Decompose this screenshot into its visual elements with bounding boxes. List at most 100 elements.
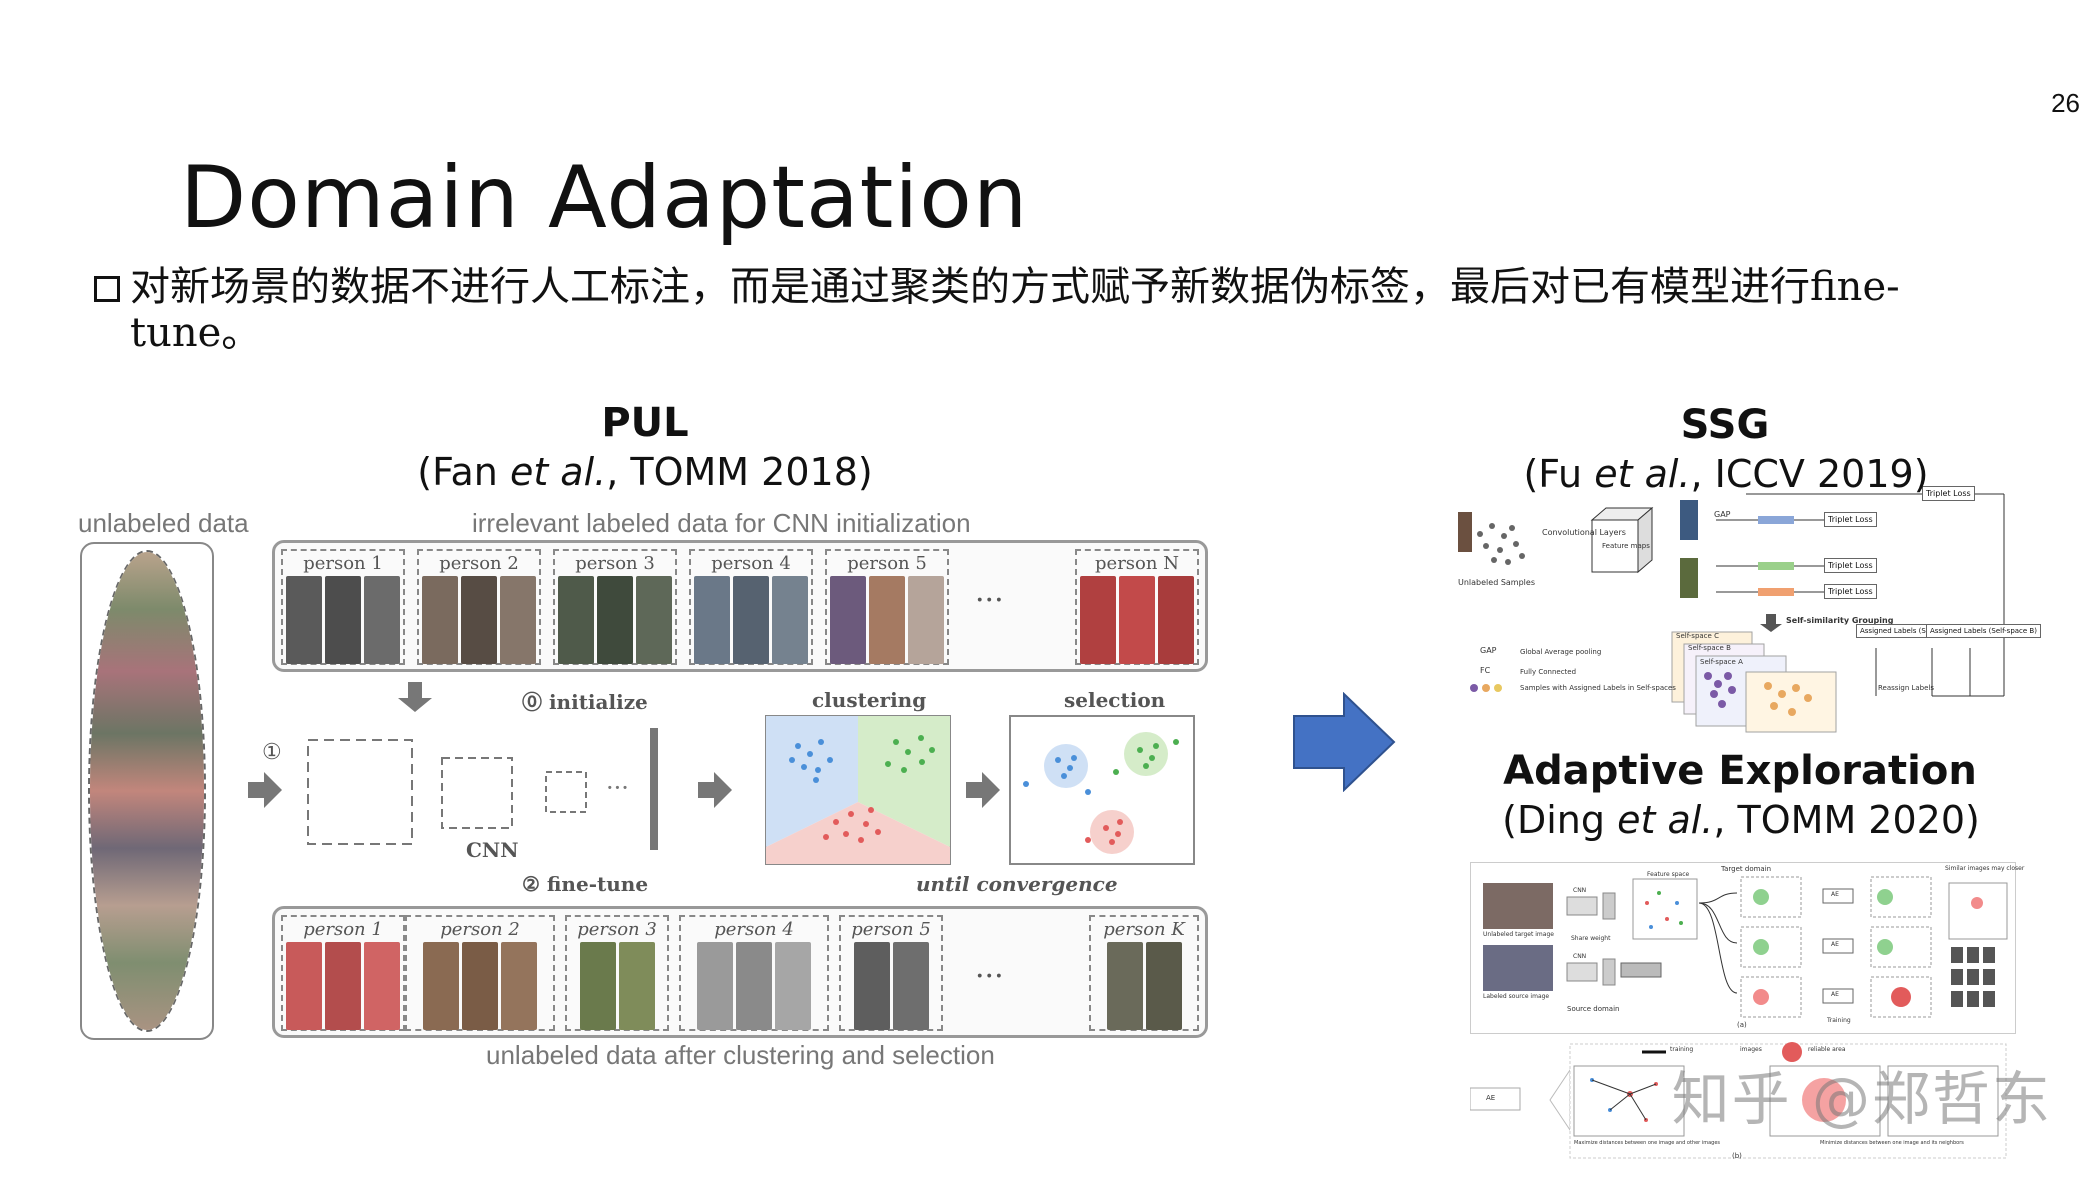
person-label: person 5 (847, 553, 927, 574)
ssg-feature-maps: Feature maps (1602, 542, 1650, 550)
person-group: person 3 (553, 549, 677, 665)
person-group: person 2 (405, 915, 555, 1031)
slide-number: 26 (2051, 88, 2080, 118)
cnn-label: CNN (466, 838, 519, 862)
ae-source-domain: Source domain (1567, 1005, 1620, 1013)
ae-minimize: Minimize distances between one image and… (1820, 1140, 1964, 1146)
selection-label: selection (1064, 688, 1166, 712)
ssg-space-b: Self-space B (1688, 644, 1731, 652)
ae-ae-label: AE (1831, 991, 1839, 998)
ae-legend-reliable: reliable area (1808, 1046, 1846, 1053)
ssg-gap-label: GAP (1714, 510, 1731, 519)
input-arrow (248, 772, 282, 808)
ae-figure-a: Target domain Feature space Similar imag… (1470, 862, 2024, 1034)
initialize-label: ⓪ initialize (522, 690, 648, 714)
ae-training: Training (1827, 1017, 1851, 1024)
pipeline-diagram: ··· (248, 682, 1195, 982)
person-label: person N (1095, 553, 1179, 574)
ae-feature-space: Feature space (1647, 871, 1690, 878)
ssg-legend-samples: Samples with Assigned Labels in Self-spa… (1520, 684, 1676, 692)
person-label: person K (1103, 919, 1185, 940)
cnn-block-medium (441, 757, 513, 829)
watermark: 知乎 @郑哲东 (1671, 1065, 2052, 1133)
bullet-text: 对新场景的数据不进行人工标注，而是通过聚类的方式赋予新数据伪标签，最后对已有模型… (130, 264, 1900, 356)
ssg-assigned-b: Assigned Labels (Self-space B) (1926, 624, 2041, 638)
person-label: person 5 (851, 919, 931, 940)
ssg-citation: (Fu et al., ICCV 2019) (1523, 452, 1929, 496)
person-label: person 1 (303, 553, 383, 574)
ssg-self-similarity: Self-similarity Grouping (1786, 616, 1894, 625)
labeled-data-row: person 1 person 2 person 3 person 4 pers… (272, 540, 1208, 672)
pul-title: PUL (601, 400, 689, 446)
bullet-square-icon (94, 276, 120, 302)
right-arrow-icon (1293, 692, 1396, 792)
unlabeled-data-column (80, 542, 214, 1040)
ae-b-ae: AE (1486, 1094, 1496, 1102)
person-label: person 4 (711, 553, 791, 574)
person-group: person 1 (281, 549, 405, 665)
cnn-block-small (545, 771, 587, 813)
ae-legend-images: images (1740, 1046, 1762, 1053)
person-group: person 3 (565, 915, 669, 1031)
ssg-legend-gap-desc: Global Average pooling (1520, 648, 1602, 656)
ae-figure-b: AE training images reliable area Maximiz… (1470, 1040, 2014, 1168)
ae-cnn: CNN (1573, 953, 1587, 960)
ae-maximize: Maximize distances between one image and… (1574, 1140, 1721, 1146)
person-label: person 2 (440, 919, 520, 940)
clustered-data-row: person 1 person 2 person 3 person 4 pers… (272, 906, 1208, 1038)
ae-sub-b: (b) (1732, 1152, 1742, 1160)
cnn-block-large (307, 739, 413, 845)
ssg-legend-gap: GAP (1480, 646, 1497, 655)
person-label: person 3 (575, 553, 655, 574)
person-group: person K (1089, 915, 1199, 1031)
ae-labeled-source: Labeled source image (1483, 993, 1550, 1000)
ssg-legend-fc: FC (1480, 666, 1491, 675)
to-selection-arrow (966, 772, 1000, 808)
ssg-space-c: Self-space C (1676, 632, 1719, 640)
ae-citation: (Ding et al., TOMM 2020) (1502, 798, 1980, 842)
ssg-unlabeled-samples: Unlabeled Samples (1458, 578, 1535, 587)
clustering-label: clustering (812, 688, 927, 712)
to-clustering-arrow (698, 772, 732, 808)
ellipsis: ··· (975, 583, 1004, 618)
person-label: person 2 (439, 553, 519, 574)
initialize-arrow (398, 682, 432, 712)
ssg-space-a: Self-space A (1700, 658, 1743, 666)
person-group: person 5 (839, 915, 943, 1031)
person-label: person 4 (714, 919, 794, 940)
ae-similar-images: Similar images may closer (1945, 865, 2025, 872)
bottom-caption: unlabeled data after clustering and sele… (486, 1040, 995, 1070)
ae-target-domain: Target domain (1721, 865, 1772, 873)
ae-ae-label: AE (1831, 941, 1839, 948)
ssg-figure: Unlabeled Samples Convolutional Layers F… (1456, 476, 2041, 738)
ssg-triplet-loss: Triplet Loss (1824, 558, 1877, 573)
person-group: person N (1075, 549, 1199, 665)
person-group: person 5 (825, 549, 949, 665)
slide-title: Domain Adaptation (180, 148, 1029, 248)
ae-ae-label: AE (1831, 891, 1839, 898)
ae-cnn: CNN (1573, 887, 1587, 894)
person-group: person 4 (679, 915, 829, 1031)
ellipsis: ··· (975, 959, 1004, 994)
ssg-title: SSG (1680, 402, 1770, 448)
ssg-legend-fc-desc: Fully Connected (1520, 668, 1577, 676)
irrelevant-caption: irrelevant labeled data for CNN initiali… (472, 508, 971, 538)
person-group: person 1 (281, 915, 405, 1031)
finetune-label: ② fine-tune (522, 872, 649, 896)
person-label: person 3 (577, 919, 657, 940)
ae-share-weight: Share weight (1571, 935, 1611, 942)
clustering-plot (765, 715, 951, 865)
until-convergence-label: until convergence (916, 872, 1118, 896)
ae-unlabeled-target: Unlabeled target image (1483, 931, 1554, 938)
unlabeled-data-label: unlabeled data (78, 508, 249, 538)
person-label: person 1 (303, 919, 383, 940)
person-group: person 2 (417, 549, 541, 665)
ssg-triplet-loss: Triplet Loss (1824, 512, 1877, 527)
ae-legend-training: training (1670, 1046, 1694, 1053)
unlabeled-data-ellipse (88, 550, 206, 1032)
ae-sub-a: (a) (1737, 1021, 1747, 1029)
ae-title: Adaptive Exploration (1503, 748, 1977, 794)
ssg-conv-layers: Convolutional Layers (1542, 528, 1626, 537)
ssg-triplet-loss: Triplet Loss (1922, 486, 1975, 501)
step1-marker: ① (262, 740, 282, 765)
